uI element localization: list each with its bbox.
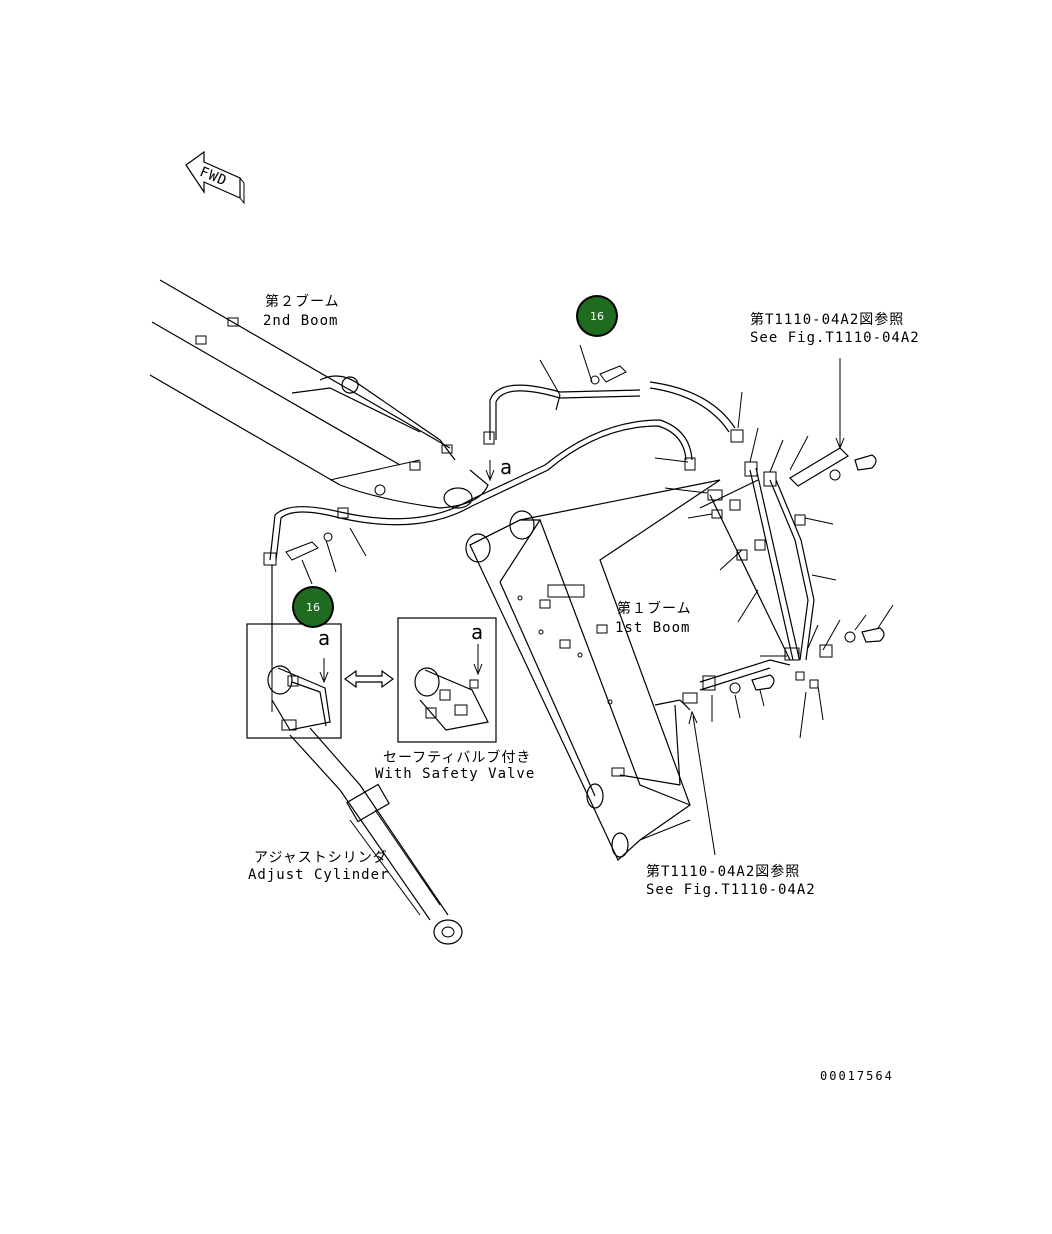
boom1-label-en: 1st Boom: [615, 620, 690, 636]
see-fig-bottom-en: See Fig.T1110-04A2: [646, 882, 816, 898]
callout-16-left[interactable]: 16: [292, 586, 334, 628]
boom2-label-en: 2nd Boom: [263, 313, 338, 329]
boom1-label-ja: 第１ブーム: [617, 600, 692, 617]
first-boom: [465, 479, 721, 861]
fwd-arrow-icon: FWD: [185, 150, 245, 205]
hose-lines: [263, 381, 744, 665]
adjust-cylinder-label-ja: アジャストシリンダ: [254, 850, 388, 866]
callout-16-top[interactable]: 16: [576, 295, 618, 337]
safety-valve-label-ja: セーフティバルブ付き: [383, 749, 531, 766]
boom2-label-ja: 第２ブーム: [265, 293, 340, 310]
second-boom: [149, 279, 489, 509]
detail-a-label-2: a: [471, 620, 484, 644]
text-labels: 第２ブーム 2nd Boom 第１ブーム 1st Boom 第T1110-04A…: [248, 293, 920, 1083]
detail-box-standard: [246, 623, 342, 739]
callout-number-left: 16: [306, 601, 320, 614]
adjust-cylinder: [289, 727, 463, 945]
see-fig-top-ja: 第T1110-04A2図参照: [750, 311, 904, 328]
leader-lines: [285, 344, 894, 856]
see-fig-top-en: See Fig.T1110-04A2: [750, 330, 920, 346]
view-a-label: a: [500, 455, 513, 479]
see-fig-bottom-ja: 第T1110-04A2図参照: [646, 863, 800, 880]
callout-badge-left: [294, 588, 332, 626]
right-piping: [619, 447, 885, 786]
callout-number-top: 16: [590, 310, 604, 323]
drawing-id: 00017564: [820, 1069, 894, 1083]
safety-valve-label-en: With Safety Valve: [375, 766, 535, 782]
compare-arrow-icon: [343, 669, 395, 689]
detail-box-safety-valve: [397, 617, 497, 743]
adjust-cylinder-label-en: Adjust Cylinder: [248, 867, 389, 883]
callout-badge-top: [578, 297, 616, 335]
detail-a-label-1: a: [318, 626, 331, 650]
